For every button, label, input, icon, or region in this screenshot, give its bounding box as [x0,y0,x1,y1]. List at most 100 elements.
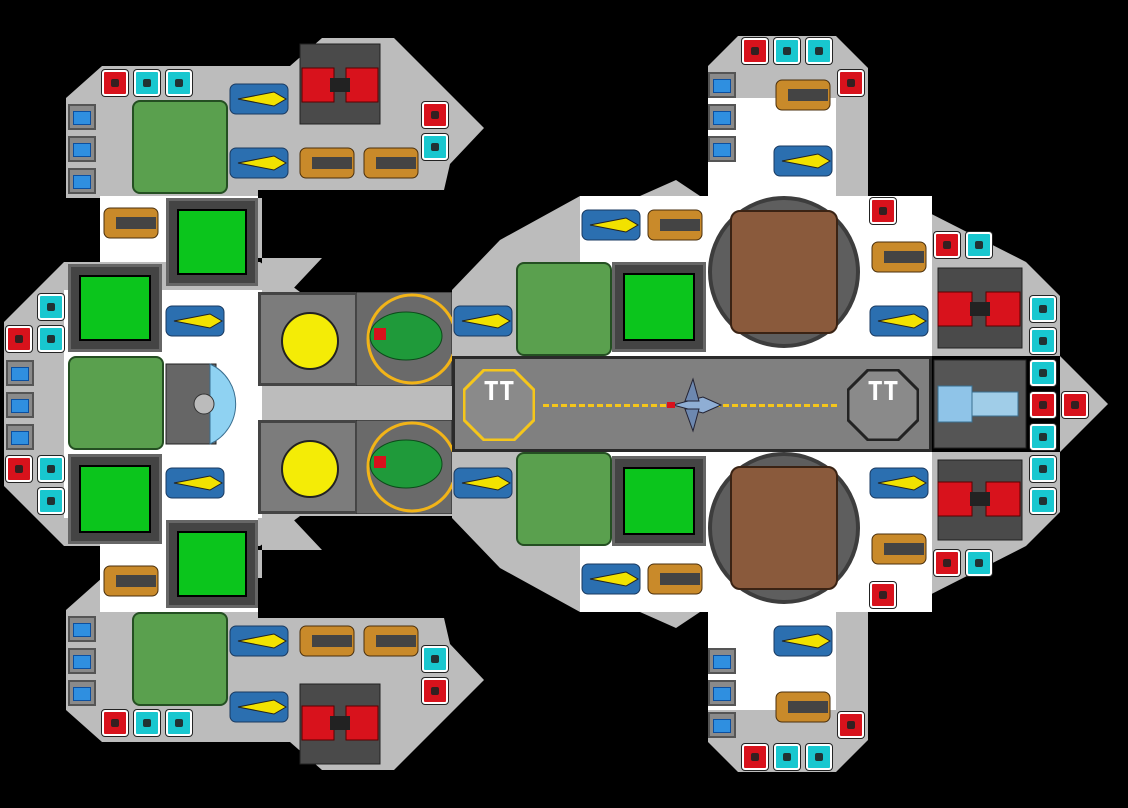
orange-cannon-icon [103,565,159,597]
green-tank-icon [516,262,612,356]
yellow-missile-icon [229,83,289,115]
green-tank-icon [68,356,164,450]
orange-cannon-icon [363,625,419,657]
battery-cell-icon [6,360,34,386]
cyan-light-icon [38,456,64,482]
green-mech-icon [356,420,452,514]
red-light-icon [934,550,960,576]
round-hangar-icon [708,452,860,604]
red-light-icon [870,198,896,224]
battery-cell-icon [68,616,96,642]
cyan-light-icon [422,646,448,672]
red-light-icon [838,712,864,738]
yellow-missile-icon [869,467,929,499]
battery-cell-icon [68,104,96,130]
engine-icon [933,359,1027,449]
yellow-missile-icon [773,145,833,177]
cyan-light-icon [166,710,192,736]
cyan-light-icon [1030,328,1056,354]
red-light-icon [1030,392,1056,418]
cyan-light-icon [806,744,832,770]
red-light-icon [1062,392,1088,418]
green-room-icon [68,454,162,544]
red-light-icon [870,582,896,608]
battery-cell-icon [6,424,34,450]
landing-pad-left-label: TT [483,377,515,407]
landing-pad-left [463,369,535,441]
orange-cannon-icon [871,533,927,565]
docking-pad-icon [258,420,358,514]
battery-cell-icon [6,392,34,418]
cyan-light-icon [38,294,64,320]
green-tank-icon [132,100,228,194]
green-room-icon [612,262,706,352]
battery-cell-icon [708,648,736,674]
cyan-light-icon [966,550,992,576]
red-turret-icon [299,683,381,765]
battery-cell-icon [68,136,96,162]
battery-cell-icon [68,648,96,674]
battery-cell-icon [708,712,736,738]
orange-cannon-icon [363,147,419,179]
yellow-missile-icon [581,563,641,595]
cyan-light-icon [966,232,992,258]
yellow-missile-icon [229,691,289,723]
landing-pad-right-label: TT [867,377,899,407]
battery-cell-icon [708,680,736,706]
cyan-light-icon [774,744,800,770]
yellow-missile-icon [165,305,225,337]
fighter-ship-icon [667,377,723,433]
red-light-icon [422,678,448,704]
yellow-missile-icon [453,305,513,337]
cyan-light-icon [166,70,192,96]
docking-pad-icon [258,292,358,386]
red-light-icon [742,38,768,64]
landing-pad-right [847,369,919,441]
green-room-icon [166,520,258,608]
orange-cannon-icon [299,147,355,179]
cyan-light-icon [1030,360,1056,386]
yellow-missile-icon [229,147,289,179]
yellow-missile-icon [869,305,929,337]
cyan-light-icon [38,326,64,352]
green-tank-icon [516,452,612,546]
red-turret-icon [299,43,381,125]
red-light-icon [742,744,768,770]
cyan-light-icon [1030,296,1056,322]
red-light-icon [6,456,32,482]
battery-cell-icon [68,680,96,706]
cyan-light-icon [1030,488,1056,514]
red-light-icon [102,710,128,736]
orange-cannon-icon [647,563,703,595]
orange-cannon-icon [775,691,831,723]
red-light-icon [6,326,32,352]
orange-cannon-icon [775,79,831,111]
battery-cell-icon [68,168,96,194]
green-tank-icon [132,612,228,706]
cyan-light-icon [806,38,832,64]
cyan-light-icon [38,488,64,514]
green-mech-icon [356,292,452,386]
battery-cell-icon [708,104,736,130]
cyan-light-icon [134,710,160,736]
battery-cell-icon [708,136,736,162]
orange-cannon-icon [871,241,927,273]
red-light-icon [934,232,960,258]
cyan-light-icon [422,134,448,160]
green-room-icon [68,264,162,352]
runway: TT TT [452,356,932,452]
yellow-missile-icon [773,625,833,657]
red-turret-icon [937,267,1023,349]
cyan-light-icon [134,70,160,96]
yellow-missile-icon [453,467,513,499]
yellow-missile-icon [581,209,641,241]
red-turret-icon [937,459,1023,541]
yellow-missile-icon [165,467,225,499]
green-room-icon [166,198,258,286]
green-room-icon [612,456,706,546]
orange-cannon-icon [647,209,703,241]
engine-icon [165,363,237,445]
red-light-icon [422,102,448,128]
cyan-light-icon [774,38,800,64]
